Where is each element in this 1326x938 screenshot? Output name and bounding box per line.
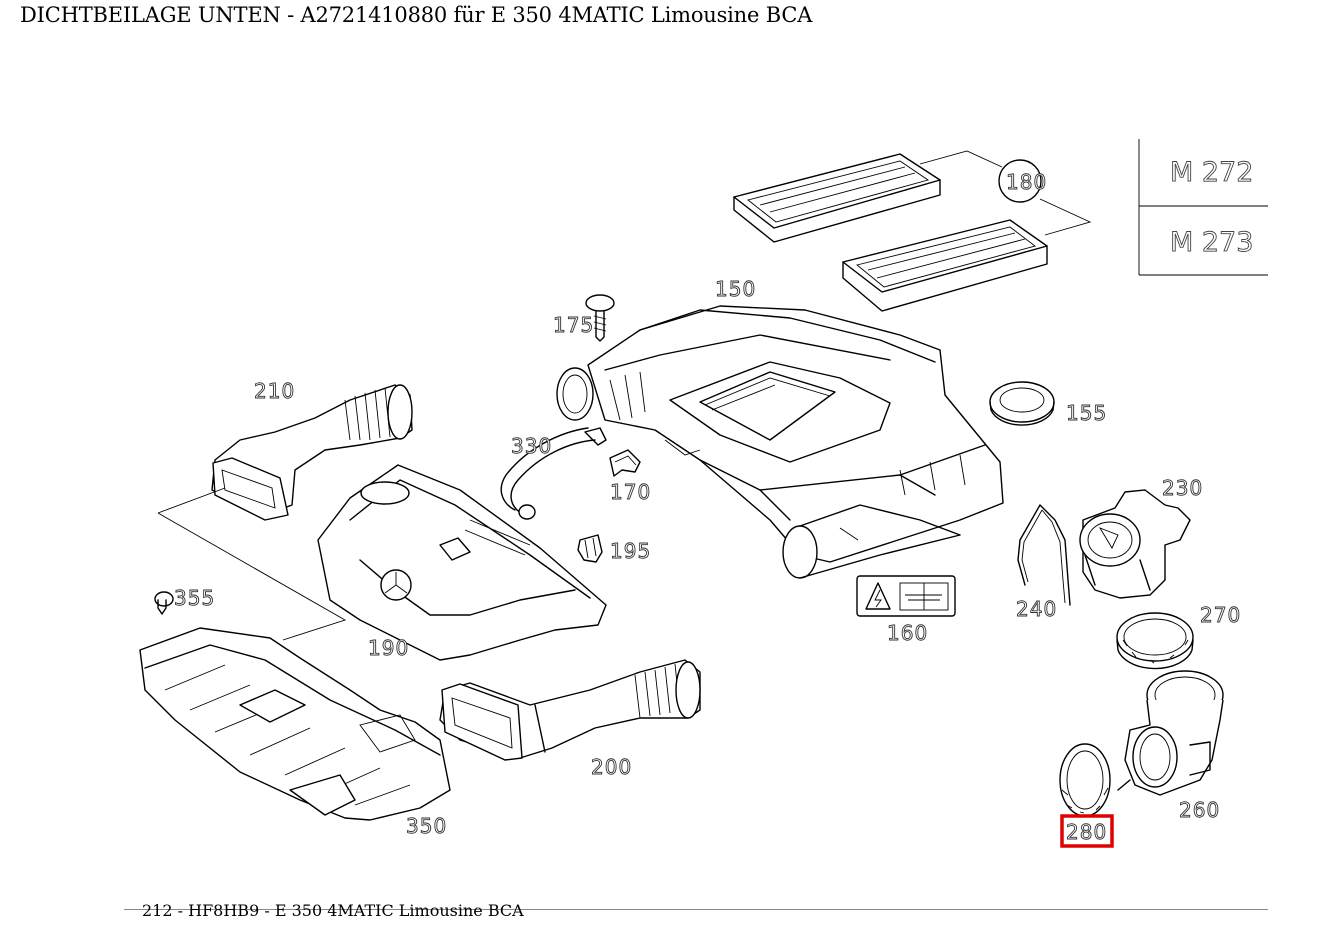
part-label-195[interactable]: 195	[610, 539, 651, 564]
part-280-sealing-gasket[interactable]	[1059, 743, 1111, 817]
part-330-hose	[500, 427, 607, 520]
part-label-210[interactable]: 210	[254, 379, 295, 404]
part-195-clip	[577, 534, 603, 563]
footer-divider	[124, 909, 1268, 910]
part-230-air-mass-sensor	[1079, 489, 1191, 599]
part-label-270[interactable]: 270	[1200, 603, 1241, 628]
part-label-280[interactable]: 280	[1066, 820, 1107, 845]
part-label-350[interactable]: 350	[406, 814, 447, 839]
part-label-155[interactable]: 155	[1066, 401, 1107, 426]
part-label-180[interactable]: 180	[1006, 170, 1047, 195]
part-200-intake-duct	[439, 659, 701, 761]
part-190-engine-cover	[317, 464, 607, 661]
part-label-355[interactable]: 355	[174, 586, 215, 611]
part-label-170[interactable]: 170	[610, 480, 651, 505]
part-175-screw	[585, 294, 615, 342]
page-title: DICHTBEILAGE UNTEN - A2721410880 für E 3…	[20, 3, 813, 27]
part-label-175[interactable]: 175	[553, 313, 594, 338]
part-150-filter-housing	[556, 305, 1004, 579]
part-170-clip	[609, 449, 641, 477]
part-label-330[interactable]: 330	[511, 434, 552, 459]
part-155-seal-ring	[989, 381, 1055, 426]
engine-variant-m272[interactable]: M 272	[1170, 157, 1254, 189]
part-210-intake-duct	[211, 384, 413, 521]
part-180-air-filters	[733, 150, 1092, 312]
part-350-air-intake	[139, 627, 451, 821]
leader-lines	[157, 487, 347, 641]
part-label-160[interactable]: 160	[887, 621, 928, 646]
footer-caption: 212 - HF8HB9 - E 350 4MATIC Limousine BC…	[142, 901, 524, 920]
part-355-fastener	[154, 591, 174, 615]
part-label-240[interactable]: 240	[1016, 597, 1057, 622]
part-160-warning-label	[839, 527, 956, 617]
engine-variant-m273[interactable]: M 273	[1170, 227, 1254, 259]
part-label-150[interactable]: 150	[715, 277, 756, 302]
part-label-190[interactable]: 190	[368, 636, 409, 661]
engine-variant-box: M 272 M 273	[1138, 139, 1268, 276]
part-label-230[interactable]: 230	[1162, 476, 1203, 501]
part-270-clamp-ring	[1116, 612, 1194, 670]
part-labels: 150 155 160 170 175 180 190 195 200 210 …	[174, 170, 1241, 845]
part-260-intake-elbow	[1117, 670, 1224, 796]
part-label-200[interactable]: 200	[591, 755, 632, 780]
selected-part-highlight	[1060, 814, 1114, 848]
part-240-gasket	[1017, 504, 1071, 606]
part-label-260[interactable]: 260	[1179, 798, 1220, 823]
